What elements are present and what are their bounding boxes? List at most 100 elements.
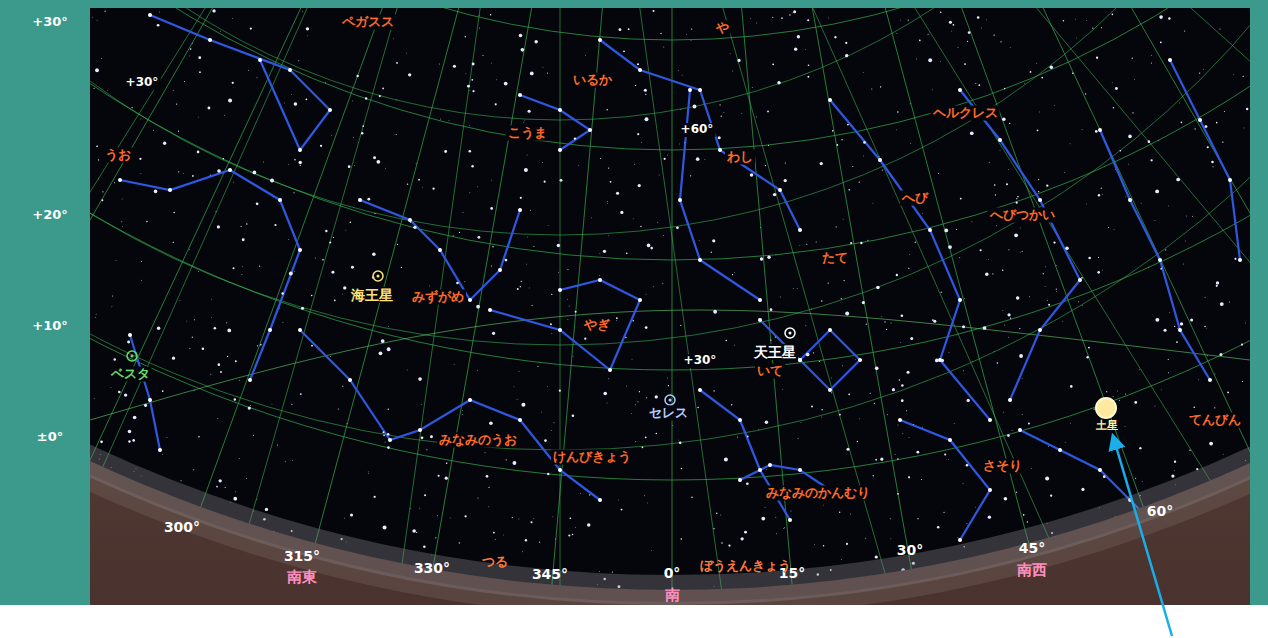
star [413,226,416,229]
star [1165,249,1166,250]
star [988,515,991,518]
star [278,198,282,202]
star [381,339,385,343]
star [790,510,792,512]
star [796,288,798,290]
right-ascension-line [809,8,1250,223]
star [844,280,845,281]
azimuth-label: 345° [530,566,570,582]
star [198,271,200,273]
star [698,88,702,92]
grid-label: +30° [682,354,719,368]
star [1205,125,1208,128]
star [173,212,175,214]
constellation-name: みずがめ [410,290,466,305]
star [516,398,518,400]
star [678,439,680,441]
star [114,182,115,183]
star [598,498,602,502]
star [1103,475,1106,478]
star [348,378,352,382]
star [848,393,850,395]
star [680,325,681,326]
star [504,82,508,86]
star [1056,291,1058,293]
star [526,154,528,156]
star [311,345,313,347]
star [440,118,442,120]
star [541,411,543,413]
star [438,475,440,477]
star [121,221,123,223]
star [1008,597,1009,598]
star [775,254,777,256]
star [305,98,307,100]
star [805,325,807,327]
star [962,325,965,328]
star [1050,495,1052,497]
star [1182,263,1184,265]
star [343,286,346,289]
star [1021,378,1023,380]
star [819,361,820,362]
star [1030,71,1032,73]
star [384,441,386,443]
star [188,55,190,57]
star [572,414,575,417]
star [821,416,823,418]
star [725,340,727,342]
star [642,446,644,448]
star [291,459,293,461]
star [901,399,904,402]
star [1134,401,1137,404]
star [1160,389,1162,391]
star [907,371,910,374]
star [880,458,883,461]
star [1008,249,1009,250]
star [1113,228,1115,230]
star [782,388,784,390]
star [1197,563,1199,565]
star [1204,326,1205,327]
azimuth-line [922,8,1250,511]
star [788,518,792,522]
star [505,259,508,262]
star [831,392,832,393]
star [1154,405,1156,407]
star [217,169,221,173]
star [677,70,679,72]
star [291,94,293,96]
star [1046,185,1048,187]
declination-line [90,8,1250,235]
star [277,444,278,445]
star [1097,271,1100,274]
star [330,356,332,358]
star [651,550,653,552]
star [768,145,769,146]
star [863,155,865,157]
star [529,209,531,211]
star [464,515,466,517]
star [792,288,794,290]
star [542,66,544,68]
star [415,163,417,165]
star [238,379,240,381]
star [101,199,103,201]
star [681,74,683,76]
azimuth-line [672,8,673,605]
star [849,189,851,191]
star [758,298,762,302]
star [1048,445,1050,447]
star [902,432,904,434]
star [412,529,416,533]
star [146,221,148,223]
star [1207,146,1209,148]
star [830,377,832,379]
declination-label: ±0° [35,430,65,445]
star [1002,118,1006,122]
star [353,136,355,138]
star [1007,434,1010,437]
star [379,351,383,355]
star [839,512,840,513]
star [964,297,966,299]
